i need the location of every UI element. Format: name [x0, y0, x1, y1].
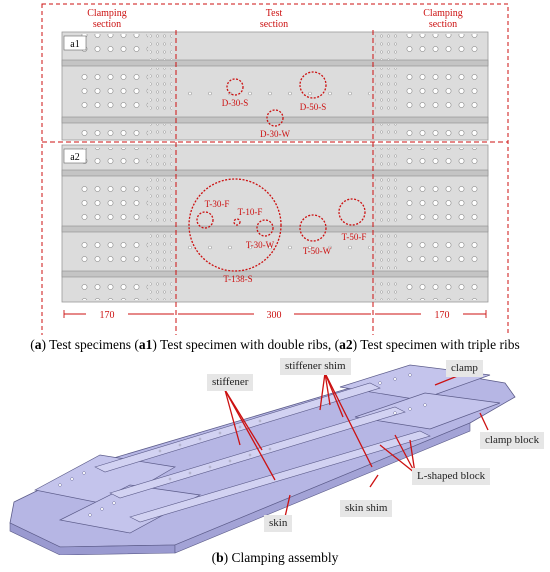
zone-title-right-1: Clamping: [423, 8, 462, 19]
zone-title-mid-2: section: [260, 19, 288, 30]
dimension-left: 170: [100, 310, 115, 321]
hole-t-30-w: [256, 219, 274, 237]
specimen-figure: Clamping section Test section Clamping s…: [41, 3, 509, 335]
hole-label-t-30-w: T-30-W: [246, 240, 275, 250]
hole-label-t-50-w: T-50-W: [303, 246, 332, 256]
hole-label-t-50-f: T-50-F: [342, 232, 367, 242]
hole-label-t-10-f: T-10-F: [238, 207, 263, 217]
hole-label-d-50-s: D-50-S: [300, 102, 327, 112]
panel-label-a2: a2: [70, 152, 79, 163]
dimension-right: 170: [435, 310, 450, 321]
hole-t-138-s: [188, 178, 282, 272]
left-clamp-block: [33, 454, 177, 506]
stiffener-1: [94, 382, 381, 473]
hole-t-50-w: [299, 214, 327, 242]
caption-a: (a) Test specimens (a1) Test specimen wi…: [30, 337, 520, 352]
zone-title-left-2: section: [93, 19, 121, 30]
callout-clamp: clamp: [446, 360, 483, 377]
hole-t-30-f: [196, 211, 214, 229]
hole-label-d-30-s: D-30-S: [222, 98, 249, 108]
callout-l-shaped-block: L-shaped block: [412, 468, 491, 485]
zone-title-mid-1: Test: [266, 8, 283, 19]
panel-label-a1: a1: [70, 39, 79, 50]
callout-clamp-block: clamp block: [480, 432, 545, 449]
callout-skin-shim: skin shim: [340, 500, 393, 517]
stiffener-3: [129, 430, 431, 523]
hole-d-30-s: [226, 78, 244, 96]
panel-a2: a2: [61, 144, 489, 303]
hole-t-50-f: [338, 198, 366, 226]
zone-title-right-2: section: [429, 19, 457, 30]
clamping-assembly-figure: [9, 364, 516, 555]
outer-dashed-frame: [41, 3, 509, 335]
caption-b: (b) Clamping assembly: [211, 550, 339, 565]
stiffener-2: [109, 406, 406, 499]
dimension-middle: 300: [267, 310, 282, 321]
leader-lines: [224, 372, 489, 518]
hole-d-30-w: [266, 109, 284, 127]
callout-skin: skin: [264, 515, 293, 532]
hole-label-t-138-s: T-138-S: [223, 274, 252, 284]
zone-title-left-1: Clamping: [87, 8, 126, 19]
panel-a1: a1: [61, 31, 489, 141]
hole-t-10-f: [233, 218, 241, 226]
hole-label-d-30-w: D-30-W: [260, 129, 290, 139]
hole-label-t-30-f: T-30-F: [205, 199, 230, 209]
hole-d-50-s: [299, 71, 327, 99]
callout-stiffener-shim: stiffener shim: [280, 358, 351, 375]
callout-stiffener: stiffener: [207, 374, 254, 391]
